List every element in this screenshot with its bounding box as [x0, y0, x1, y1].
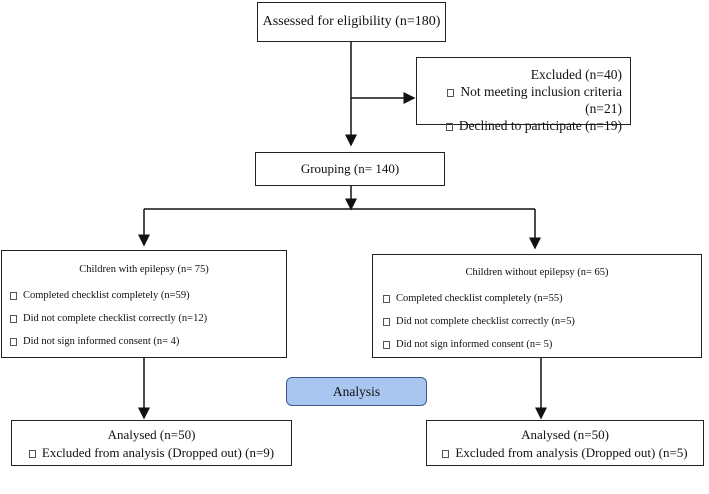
checkbox-icon [383, 340, 390, 349]
checkbox-icon [445, 122, 453, 131]
analysed-left-box: Analysed (n=50) Excluded from analysis (… [11, 420, 292, 466]
epilepsy-title: Children with epilepsy (n= 75) [79, 264, 209, 275]
grouping-label: Grouping (n= 140) [300, 161, 400, 176]
excluded-item: Declined to participate (n=19) [417, 117, 622, 134]
grouping-box: Grouping (n= 140) [255, 152, 445, 186]
no-epilepsy-title: Children without epilepsy (n= 65) [465, 267, 609, 278]
analysed-right-item: Excluded from analysis (Dropped out) (n=… [427, 444, 703, 462]
no-epilepsy-item: Did not sign informed consent (n= 5) [383, 333, 701, 356]
checkbox-icon [28, 450, 36, 459]
epilepsy-item: Did not complete checklist correctly (n=… [10, 307, 286, 330]
checkbox-icon [383, 294, 390, 303]
epilepsy-item: Did not sign informed consent (n= 4) [10, 330, 286, 353]
checkbox-icon [10, 337, 17, 346]
assessed-label: Assessed for eligibility (n=180) [262, 14, 441, 29]
checkbox-icon [442, 450, 450, 459]
no-epilepsy-item: Completed checklist completely (n=55) [383, 287, 701, 310]
checkbox-icon [10, 314, 17, 323]
checkbox-icon [447, 88, 455, 97]
epilepsy-box: Children with epilepsy (n= 75) Completed… [1, 250, 287, 358]
analysed-left-item: Excluded from analysis (Dropped out) (n=… [12, 444, 291, 462]
checkbox-icon [10, 291, 17, 300]
epilepsy-item: Completed checklist completely (n=59) [10, 284, 286, 307]
no-epilepsy-box: Children without epilepsy (n= 65) Comple… [372, 254, 702, 358]
no-epilepsy-item: Did not complete checklist correctly (n=… [383, 310, 701, 333]
analysis-label: Analysis [286, 377, 427, 406]
analysed-right-title: Analysed (n=50) [521, 427, 609, 442]
excluded-box: Excluded (n=40) Not meeting inclusion cr… [416, 57, 631, 133]
excluded-item: Not meeting inclusion criteria (n=21) [417, 83, 622, 117]
excluded-title: Excluded (n=40) [530, 67, 622, 82]
analysed-right-box: Analysed (n=50) Excluded from analysis (… [426, 420, 704, 466]
checkbox-icon [383, 317, 390, 326]
assessed-box: Assessed for eligibility (n=180) [257, 2, 446, 42]
analysed-left-title: Analysed (n=50) [107, 427, 196, 442]
